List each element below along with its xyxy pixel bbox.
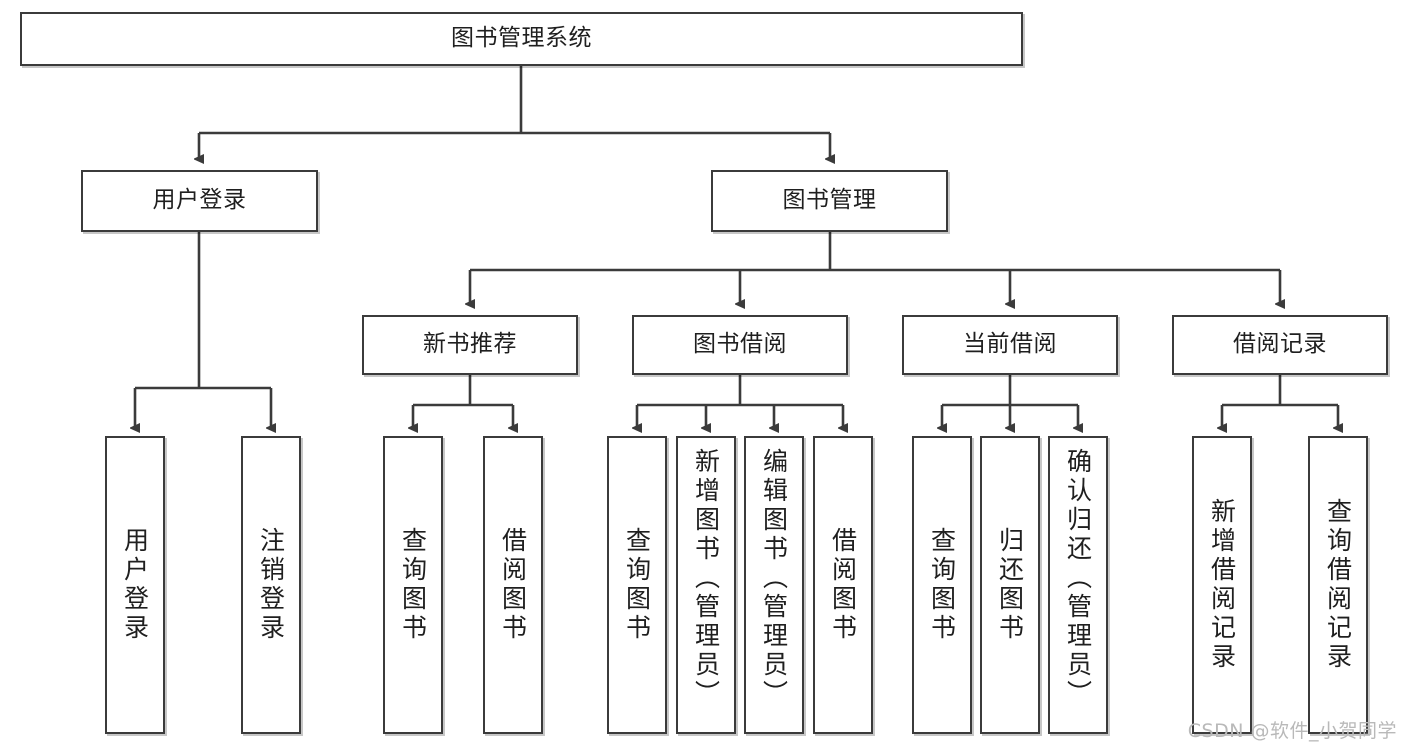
leaf-edit-book-admin[interactable]: 编辑图书（管理员） [744, 436, 804, 734]
node-user-login[interactable]: 用户登录 [81, 170, 318, 232]
leaf-query-book-borrow[interactable]: 查询图书 [607, 436, 667, 734]
node-root-label: 图书管理系统 [451, 25, 592, 52]
leaf-user-login-label: 用户登录 [120, 527, 150, 643]
node-book-management-label: 图书管理 [782, 187, 877, 214]
node-new-book-recommend-label: 新书推荐 [423, 331, 517, 358]
leaf-add-borrow-record[interactable]: 新增借阅记录 [1192, 436, 1252, 734]
leaf-query-book-current-label: 查询图书 [927, 527, 957, 643]
leaf-borrow-book-newbook[interactable]: 借阅图书 [483, 436, 543, 734]
node-book-borrow-label: 图书借阅 [693, 331, 787, 358]
leaf-query-borrow-record-label: 查询借阅记录 [1323, 498, 1353, 672]
leaf-user-login[interactable]: 用户登录 [105, 436, 165, 734]
leaf-edit-book-admin-label: 编辑图书（管理员） [759, 448, 789, 709]
leaf-query-book-current[interactable]: 查询图书 [912, 436, 972, 734]
node-borrow-record[interactable]: 借阅记录 [1172, 315, 1388, 375]
leaf-add-book-admin-label: 新增图书（管理员） [691, 448, 721, 709]
leaf-confirm-return-admin-label: 确认归还（管理员） [1063, 448, 1093, 709]
leaf-return-book-label: 归还图书 [995, 527, 1025, 643]
leaf-add-borrow-record-label: 新增借阅记录 [1207, 498, 1237, 672]
node-root[interactable]: 图书管理系统 [20, 12, 1023, 66]
leaf-confirm-return-admin[interactable]: 确认归还（管理员） [1048, 436, 1108, 734]
leaf-query-borrow-record[interactable]: 查询借阅记录 [1308, 436, 1368, 734]
leaf-borrow-book-borrow[interactable]: 借阅图书 [813, 436, 873, 734]
leaf-query-book-newbook[interactable]: 查询图书 [383, 436, 443, 734]
node-current-borrow[interactable]: 当前借阅 [902, 315, 1118, 375]
node-user-login-label: 用户登录 [152, 187, 247, 214]
csdn-watermark: CSDN @软件_小贺同学 [1187, 720, 1397, 742]
leaf-query-book-borrow-label: 查询图书 [622, 527, 652, 643]
node-borrow-record-label: 借阅记录 [1233, 331, 1327, 358]
leaf-borrow-book-borrow-label: 借阅图书 [828, 527, 858, 643]
node-new-book-recommend[interactable]: 新书推荐 [362, 315, 578, 375]
node-current-borrow-label: 当前借阅 [963, 331, 1057, 358]
leaf-logout-label: 注销登录 [256, 527, 286, 643]
leaf-add-book-admin[interactable]: 新增图书（管理员） [676, 436, 736, 734]
leaf-query-book-newbook-label: 查询图书 [398, 527, 428, 643]
leaf-return-book[interactable]: 归还图书 [980, 436, 1040, 734]
leaf-logout[interactable]: 注销登录 [241, 436, 301, 734]
node-book-borrow[interactable]: 图书借阅 [632, 315, 848, 375]
leaf-borrow-book-newbook-label: 借阅图书 [498, 527, 528, 643]
node-book-management[interactable]: 图书管理 [711, 170, 948, 232]
